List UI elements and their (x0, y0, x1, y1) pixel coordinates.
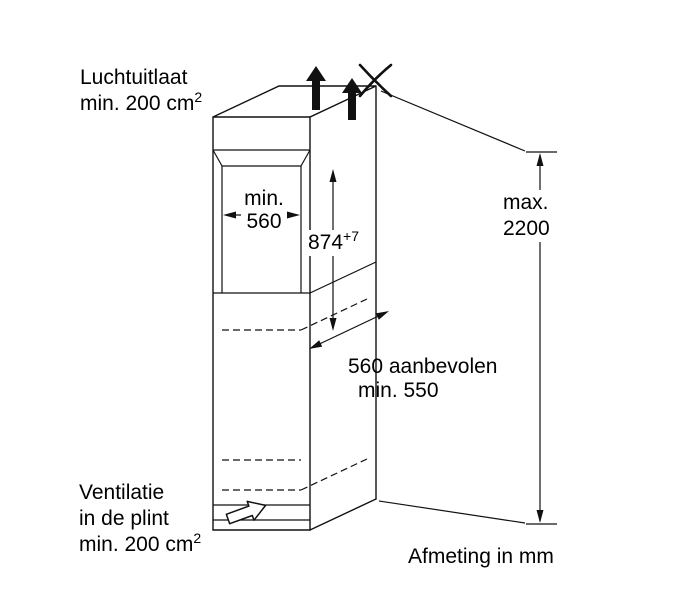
arrowhead-front (309, 340, 323, 349)
plinth-vent-label-line2: in de plint (79, 507, 169, 530)
plinth-vent-label-line3: min. 200 cm2 (79, 530, 201, 556)
extension-line-bottom (378, 500, 526, 524)
niche-width-label: min. (244, 187, 284, 210)
label-halo (241, 208, 287, 232)
arrowhead-right (287, 211, 300, 219)
air-outlet-label-line2: min. 200 cm2 (80, 89, 202, 115)
label-halo (304, 230, 360, 256)
dimension-overall-height: max. 2200 (378, 90, 564, 525)
arrowhead-bottom (536, 510, 544, 523)
overall-height-value: 2200 (503, 217, 550, 240)
air-exhaust-cross-icon (358, 63, 393, 98)
shelf-side-edge (309, 261, 377, 294)
airflow-up-arrow-icon (306, 66, 326, 110)
arrowhead-bottom (329, 318, 337, 331)
niche-opening (212, 149, 311, 293)
dimension-niche-width: min. 560 (223, 187, 300, 233)
depth-label-line1: 560 aanbevolen (348, 355, 497, 378)
air-outlet-label-line1: Luchtuitlaat (80, 66, 188, 89)
arrowhead-left (223, 211, 236, 219)
arrowhead-top (536, 153, 544, 166)
units-note: Afmeting in mm (408, 545, 554, 568)
outline-arrow-shape (225, 500, 267, 525)
arrowhead-back (375, 311, 389, 320)
niche-shelf (213, 261, 377, 331)
plinth-vent-label-line1: Ventilatie (79, 481, 164, 504)
label-halo (498, 190, 564, 242)
annotation-air-outlet: Luchtuitlaat min. 200 cm2 (80, 66, 202, 115)
airflow-arrows (306, 63, 393, 120)
cross-stroke (358, 63, 393, 98)
niche-height-value: 874+7 (308, 228, 359, 254)
depth-label-line2: min. 550 (358, 379, 439, 402)
dimension-depth: 560 aanbevolen min. 550 (309, 311, 497, 402)
niche-width-value: 560 (246, 210, 281, 233)
arrowhead-top (329, 169, 337, 182)
niche-header-right-reveal (300, 149, 311, 167)
cabinet-outline (212, 85, 377, 531)
overall-height-label: max. (503, 191, 549, 214)
dimension-niche-height: 874+7 (304, 169, 360, 331)
niche-header-left-reveal (212, 149, 223, 167)
hidden-bottom-side-edge (300, 458, 368, 491)
shelf-hidden-side-edge (300, 298, 368, 331)
annotation-plinth-ventilation: Ventilatie in de plint min. 200 cm2 (79, 481, 201, 556)
ventilation-arrow-icon (225, 500, 267, 525)
extension-line-top (380, 90, 526, 152)
airflow-up-arrow-icon (342, 78, 362, 120)
cabinet-bottom-side-edge (309, 498, 377, 531)
dimension-line (310, 311, 388, 349)
